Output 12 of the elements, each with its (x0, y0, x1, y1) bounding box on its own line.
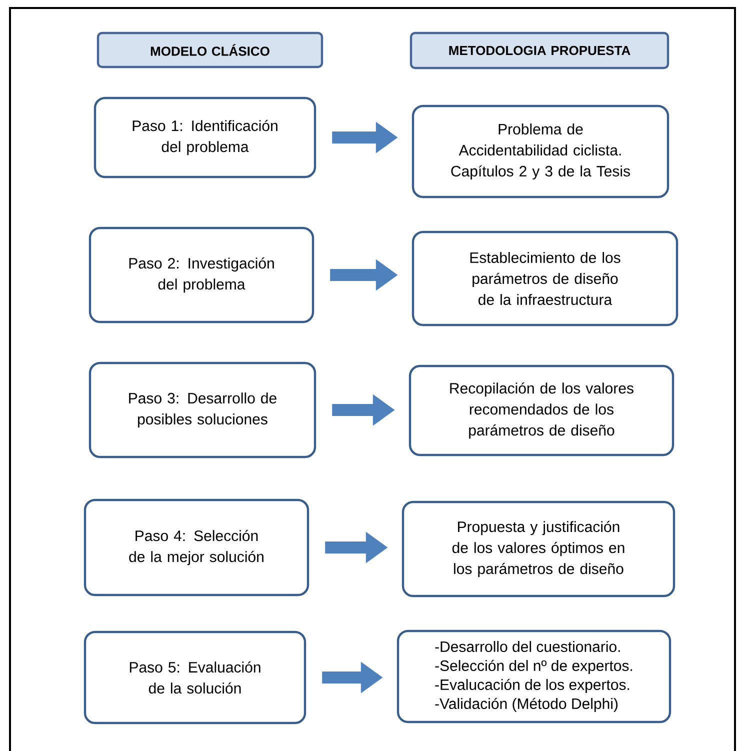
step-box: Problema de Accidentabilidad ciclista. Capítulos 2 y 3 de la Tesis (412, 104, 670, 198)
step-box: Establecimiento de los parámetros de diseño de la infraestructura (412, 230, 678, 326)
header-box: MODELO CLÁSICO (96, 32, 324, 68)
step-box: Paso 1: Identificación del problema (94, 96, 316, 178)
step-box: Paso 2: Investigación del problema (88, 226, 314, 324)
step-box: Paso 4: Selección de la mejor solución (84, 498, 310, 596)
step-box: Paso 3: Desarrollo de posibles soluciones (88, 362, 316, 458)
step-box: Recopilación de los valores recomendados de los parámetros de diseño (408, 364, 674, 456)
step-box: Propuesta y justificación de los valores óptimos en los parámetros de diseño (402, 500, 676, 598)
header-box: METODOLOGIA PROPUESTA (410, 32, 670, 70)
step-box: -Desarrollo del cuestionario. -Selección del nº de expertos. -Evalucación de los expertos. -Validación (Método Delphi) (396, 630, 672, 724)
step-box: Paso 5: Evaluación de la solución (84, 630, 306, 724)
